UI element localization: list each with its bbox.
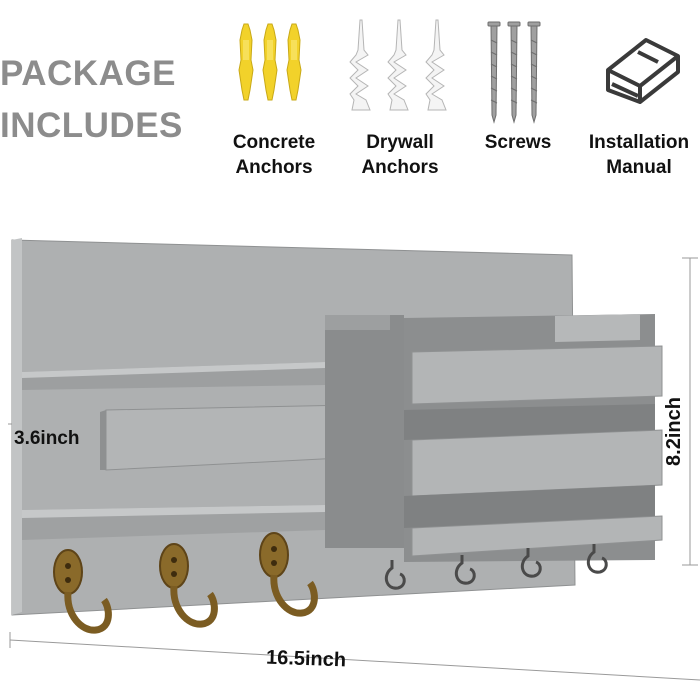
- manual-book-icon: [606, 38, 680, 104]
- concrete-anchors-label: Concrete Anchors: [232, 132, 316, 178]
- screw-icon: [487, 21, 541, 124]
- depth-label: 3.6inch: [14, 428, 80, 449]
- drywall-anchors-label: Drywall Anchors: [361, 132, 439, 178]
- screws-label: Screws: [484, 132, 552, 153]
- drywall-anchor-icon: [349, 19, 447, 111]
- large-hook: [259, 532, 318, 617]
- drywall-anchors-item: Drywall Anchors: [340, 0, 460, 190]
- small-hooks: [384, 544, 608, 590]
- mail-slot-front-2: [411, 429, 663, 497]
- mail-slot-front-3: [411, 515, 663, 557]
- heading-line-1: PACKAGE: [0, 54, 176, 93]
- package-includes-heading: PACKAGE INCLUDES: [0, 48, 200, 152]
- screws-item: Screws: [468, 0, 568, 190]
- width-label: 16.5inch: [265, 646, 347, 672]
- height-label: 8.2inch: [662, 397, 685, 466]
- installation-manual-item: Installation Manual: [578, 0, 700, 190]
- heading-line-2: INCLUDES: [0, 106, 183, 145]
- concrete-anchors-item: Concrete Anchors: [214, 0, 334, 190]
- divider-block: [325, 315, 404, 548]
- installation-manual-label: Installation Manual: [588, 132, 690, 178]
- mail-slot-front-1: [411, 345, 663, 405]
- large-hook: [159, 543, 218, 628]
- large-hook: [53, 549, 112, 634]
- concrete-anchor-icon: [238, 23, 302, 101]
- width-dimension-line: [9, 639, 700, 681]
